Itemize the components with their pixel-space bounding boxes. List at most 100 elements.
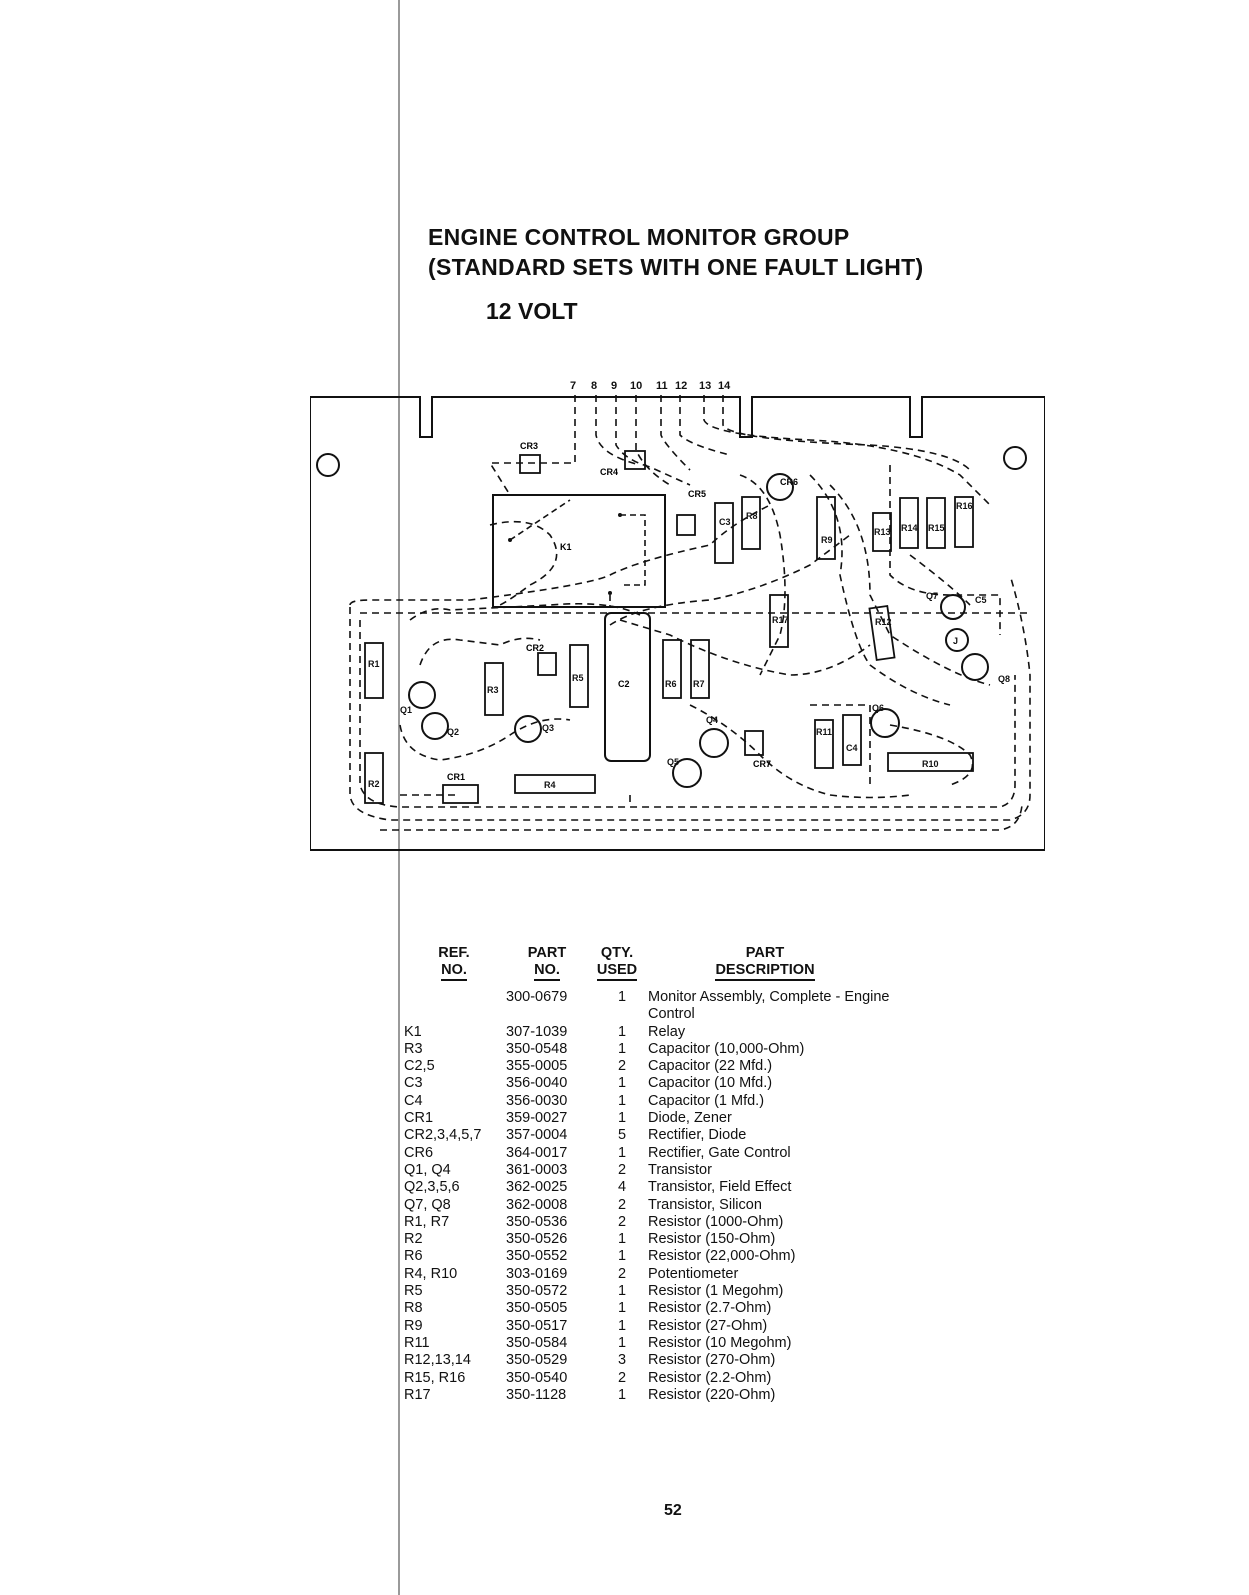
label-q1: Q1 xyxy=(400,705,412,715)
diode-cr3 xyxy=(519,454,541,474)
ref-cell: R2 xyxy=(404,1231,423,1248)
label-r7: R7 xyxy=(693,679,705,689)
label-cr4: CR4 xyxy=(600,467,618,477)
label-c3: C3 xyxy=(719,517,731,527)
ref-cell: CR1 xyxy=(404,1110,434,1127)
label-c4: C4 xyxy=(846,743,858,753)
ref-cell: R11 xyxy=(404,1334,430,1351)
title-line-1: ENGINE CONTROL MONITOR GROUP xyxy=(428,224,850,250)
part-number-cell: 362-0025 xyxy=(506,1179,568,1196)
jumper-j xyxy=(945,628,969,652)
label-c2: C2 xyxy=(618,679,630,689)
qty-cell: 1 xyxy=(617,1231,627,1248)
description-cell: Rectifier, Gate Control xyxy=(648,1144,791,1161)
qty-cell: 2 xyxy=(617,1058,627,1075)
ref-cell: R17 xyxy=(404,1386,431,1403)
qty-cell: 1 xyxy=(617,1040,627,1057)
label-q4: Q4 xyxy=(706,715,718,725)
rectifier-cr6 xyxy=(766,473,794,501)
qty-cell: 1 xyxy=(617,1075,627,1092)
capacitor-c2 xyxy=(604,612,651,762)
label-k1: K1 xyxy=(560,542,572,552)
label-r13: R13 xyxy=(874,527,891,537)
header-part-line1: PART xyxy=(527,945,567,961)
part-number-cell: 361-0003 xyxy=(506,1161,568,1178)
circuit-traces xyxy=(349,395,1031,831)
resistor-r15 xyxy=(926,497,946,549)
part-number-cell: 350-0517 xyxy=(506,1317,568,1334)
description-cell: Resistor (10 Megohm) xyxy=(648,1334,792,1351)
ref-cell: R12,13,14 xyxy=(404,1352,471,1369)
label-cr3: CR3 xyxy=(520,441,538,451)
terminal-9: 9 xyxy=(611,380,617,392)
resistor-r12 xyxy=(868,604,896,662)
label-q3: Q3 xyxy=(542,723,554,733)
description-cell: Resistor (150-Ohm) xyxy=(648,1231,776,1248)
part-number-cell: 350-0529 xyxy=(506,1352,568,1369)
diode-cr1 xyxy=(442,784,479,804)
label-r12: R12 xyxy=(875,617,892,627)
part-number-cell: 300-0679 xyxy=(506,989,568,1005)
description-cell: Capacitor (22 Mfd.) xyxy=(648,1058,773,1075)
label-cr7: CR7 xyxy=(753,759,771,769)
header-description: PART DESCRIPTION xyxy=(700,945,830,985)
mount-hole-right xyxy=(1003,446,1027,470)
label-r17: R17 xyxy=(772,615,789,625)
page-number: 52 xyxy=(664,1502,682,1519)
label-r16: R16 xyxy=(956,501,973,511)
terminal-12: 12 xyxy=(675,380,687,392)
label-c5: C5 xyxy=(975,595,987,605)
resistor-r8 xyxy=(741,496,761,550)
parts-rows: 300-0679 1 Monitor Assembly, Complete - En… xyxy=(404,989,924,1404)
terminal-7: 7 xyxy=(570,380,576,392)
label-r1: R1 xyxy=(368,659,380,669)
description-cell: Resistor (1 Megohm) xyxy=(648,1283,784,1300)
diode-cr5 xyxy=(676,514,696,536)
circuit-board-diagram: 7 8 9 10 11 12 13 14 xyxy=(310,380,1045,851)
part-number-cell: 350-0540 xyxy=(506,1369,568,1386)
part-number-cell: 350-0572 xyxy=(506,1283,568,1300)
description-cell: Monitor Assembly, Complete - Engine Cont… xyxy=(648,989,890,1023)
resistor-r6 xyxy=(662,639,682,699)
header-ref-line1: REF. xyxy=(438,945,470,961)
potentiometer-r4 xyxy=(514,774,596,794)
ref-cell: Q2,3,5,6 xyxy=(404,1179,460,1196)
qty-cell: 1 xyxy=(617,1334,627,1351)
description-cell: Transistor, Field Effect xyxy=(648,1179,792,1196)
part-number-cell: 303-0169 xyxy=(506,1265,568,1282)
part-number-cell: 350-0505 xyxy=(506,1300,568,1317)
terminal-13: 13 xyxy=(699,380,711,392)
resistor-r9 xyxy=(816,496,836,560)
header-part-line2: NO. xyxy=(534,962,560,981)
transistor-q4 xyxy=(699,728,729,758)
ref-cell: C4 xyxy=(404,1092,423,1109)
header-desc-line1: PART xyxy=(745,945,785,961)
ref-cell: R6 xyxy=(404,1248,423,1265)
ref-cell: R1, R7 xyxy=(404,1213,450,1230)
label-q6: Q6 xyxy=(872,703,884,713)
label-q7: Q7 xyxy=(926,591,938,601)
table-row: Q2,3,5,6 362-0025 4 Transistor, Field Effec… xyxy=(404,1179,924,1196)
resistor-r3 xyxy=(484,662,504,716)
potentiometer-r10 xyxy=(887,752,974,772)
ref-cell: R4, R10 xyxy=(404,1265,458,1282)
description-cell: Rectifier, Diode xyxy=(648,1127,747,1144)
resistor-r14 xyxy=(899,497,919,549)
ref-cell: R5 xyxy=(404,1283,423,1300)
qty-cell: 4 xyxy=(617,1179,627,1196)
part-number-cell: 357-0004 xyxy=(506,1127,568,1144)
header-ref: REF. NO. xyxy=(426,945,482,985)
qty-cell: 1 xyxy=(617,1248,627,1265)
